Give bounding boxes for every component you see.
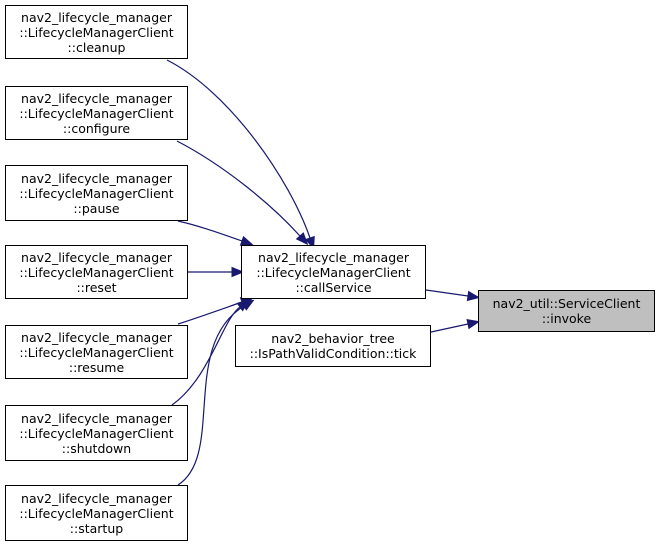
node-pause-line-3: ::pause: [73, 200, 120, 216]
node-shutdown-line-2: ::LifecycleManagerClient: [19, 425, 174, 441]
arrowhead-callService-to-invoke: [466, 290, 481, 302]
arrowhead-pause-to-callService: [239, 235, 254, 246]
node-startup-line-2: ::LifecycleManagerClient: [19, 505, 174, 521]
node-resume-line-3: ::resume: [68, 359, 125, 375]
edge-reset-to-callService: [188, 266, 245, 278]
node-resume[interactable]: nav2_lifecycle_manager ::LifecycleManage…: [5, 325, 188, 379]
node-startup[interactable]: nav2_lifecycle_manager ::LifecycleManage…: [5, 485, 188, 541]
node-configure-line-3: ::configure: [62, 120, 131, 136]
node-shutdown-line-1: nav2_lifecycle_manager: [21, 410, 172, 426]
edge-pause-to-callService: [177, 220, 254, 246]
node-pause-line-2: ::LifecycleManagerClient: [19, 185, 174, 201]
node-configure-line-1: nav2_lifecycle_manager: [21, 90, 172, 106]
node-configure[interactable]: nav2_lifecycle_manager ::LifecycleManage…: [5, 86, 188, 140]
node-reset-line-3: ::reset: [76, 279, 117, 295]
node-startup-line-1: nav2_lifecycle_manager: [21, 490, 172, 506]
node-resume-line-2: ::LifecycleManagerClient: [19, 344, 174, 360]
node-cleanup-line-3: ::cleanup: [67, 39, 126, 55]
node-tick-line-2: ::IsPathValidCondition::tick: [249, 346, 417, 361]
node-tick-line-1: nav2_behavior_tree: [271, 331, 395, 346]
node-shutdown-line-3: ::shutdown: [61, 440, 132, 456]
arrowhead-reset-to-callService: [231, 266, 245, 278]
edge-tick-to-invoke: [430, 318, 481, 333]
node-call-service-line-2: ::LifecycleManagerClient: [256, 264, 411, 280]
arrowhead-configure-to-callService: [295, 232, 309, 246]
node-call-service-line-1: nav2_lifecycle_manager: [258, 249, 409, 265]
node-invoke-line-1: nav2_util::ServiceClient: [492, 296, 641, 311]
node-pause-line-1: nav2_lifecycle_manager: [21, 170, 172, 186]
edge-startup-to-callService: [177, 299, 255, 486]
node-call-service-line-3: ::callService: [295, 279, 372, 295]
node-reset-line-2: ::LifecycleManagerClient: [19, 264, 174, 280]
node-reset-line-1: nav2_lifecycle_manager: [21, 249, 172, 265]
edge-callService-to-invoke: [425, 289, 481, 302]
node-pause[interactable]: nav2_lifecycle_manager ::LifecycleManage…: [5, 165, 188, 221]
node-invoke-current: nav2_util::ServiceClient ::invoke: [478, 290, 655, 332]
node-call-service[interactable]: nav2_lifecycle_manager ::LifecycleManage…: [241, 245, 426, 299]
node-cleanup-line-2: ::LifecycleManagerClient: [19, 24, 174, 40]
edge-resume-to-callService: [177, 297, 254, 325]
node-resume-line-1: nav2_lifecycle_manager: [21, 329, 172, 345]
node-cleanup[interactable]: nav2_lifecycle_manager ::LifecycleManage…: [5, 5, 188, 59]
node-configure-line-2: ::LifecycleManagerClient: [19, 105, 174, 121]
arrowhead-startup-to-callService: [240, 299, 255, 311]
node-cleanup-line-1: nav2_lifecycle_manager: [21, 9, 172, 25]
edge-configure-to-callService: [176, 140, 309, 246]
node-startup-line-3: ::startup: [69, 520, 124, 536]
edge-cleanup-to-callService: [166, 59, 315, 250]
node-invoke-line-2: ::invoke: [541, 311, 592, 326]
arrowhead-tick-to-invoke: [466, 318, 481, 330]
node-shutdown[interactable]: nav2_lifecycle_manager ::LifecycleManage…: [5, 405, 188, 461]
node-is-path-valid-tick[interactable]: nav2_behavior_tree ::IsPathValidConditio…: [235, 325, 431, 367]
node-reset[interactable]: nav2_lifecycle_manager ::LifecycleManage…: [5, 245, 188, 299]
